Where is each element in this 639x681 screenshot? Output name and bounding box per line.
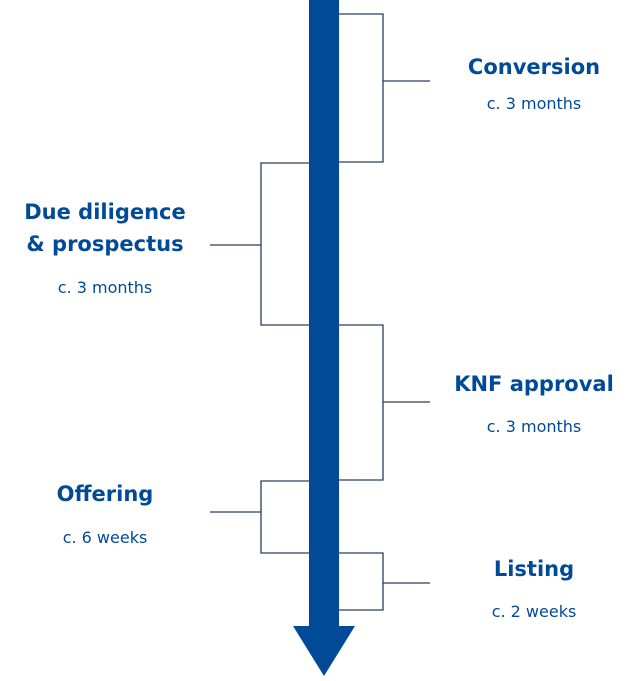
phase-listing-duration: c. 2 weeks — [491, 602, 577, 621]
bracket-due-diligence — [260, 162, 310, 326]
phase-due-diligence-title-line2: & prospectus — [26, 232, 184, 256]
phase-offering-duration: c. 6 weeks — [62, 528, 148, 547]
timeline-shaft — [309, 0, 339, 628]
phase-conversion-duration: c. 3 months — [486, 94, 582, 113]
bracket-listing — [338, 552, 384, 611]
timeline-arrowhead — [293, 626, 355, 676]
phase-listing-title: Listing — [493, 557, 575, 581]
phase-offering-title: Offering — [56, 482, 154, 506]
bracket-conversion — [338, 13, 384, 163]
phase-due-diligence-title-line1: Due diligence — [24, 200, 186, 224]
phase-knf-approval-title: KNF approval — [454, 372, 614, 396]
phase-conversion-title: Conversion — [467, 55, 601, 79]
bracket-offering — [260, 480, 310, 554]
phase-due-diligence-duration: c. 3 months — [57, 278, 153, 297]
bracket-knf-approval — [338, 324, 384, 481]
phase-knf-approval-duration: c. 3 months — [486, 417, 582, 436]
